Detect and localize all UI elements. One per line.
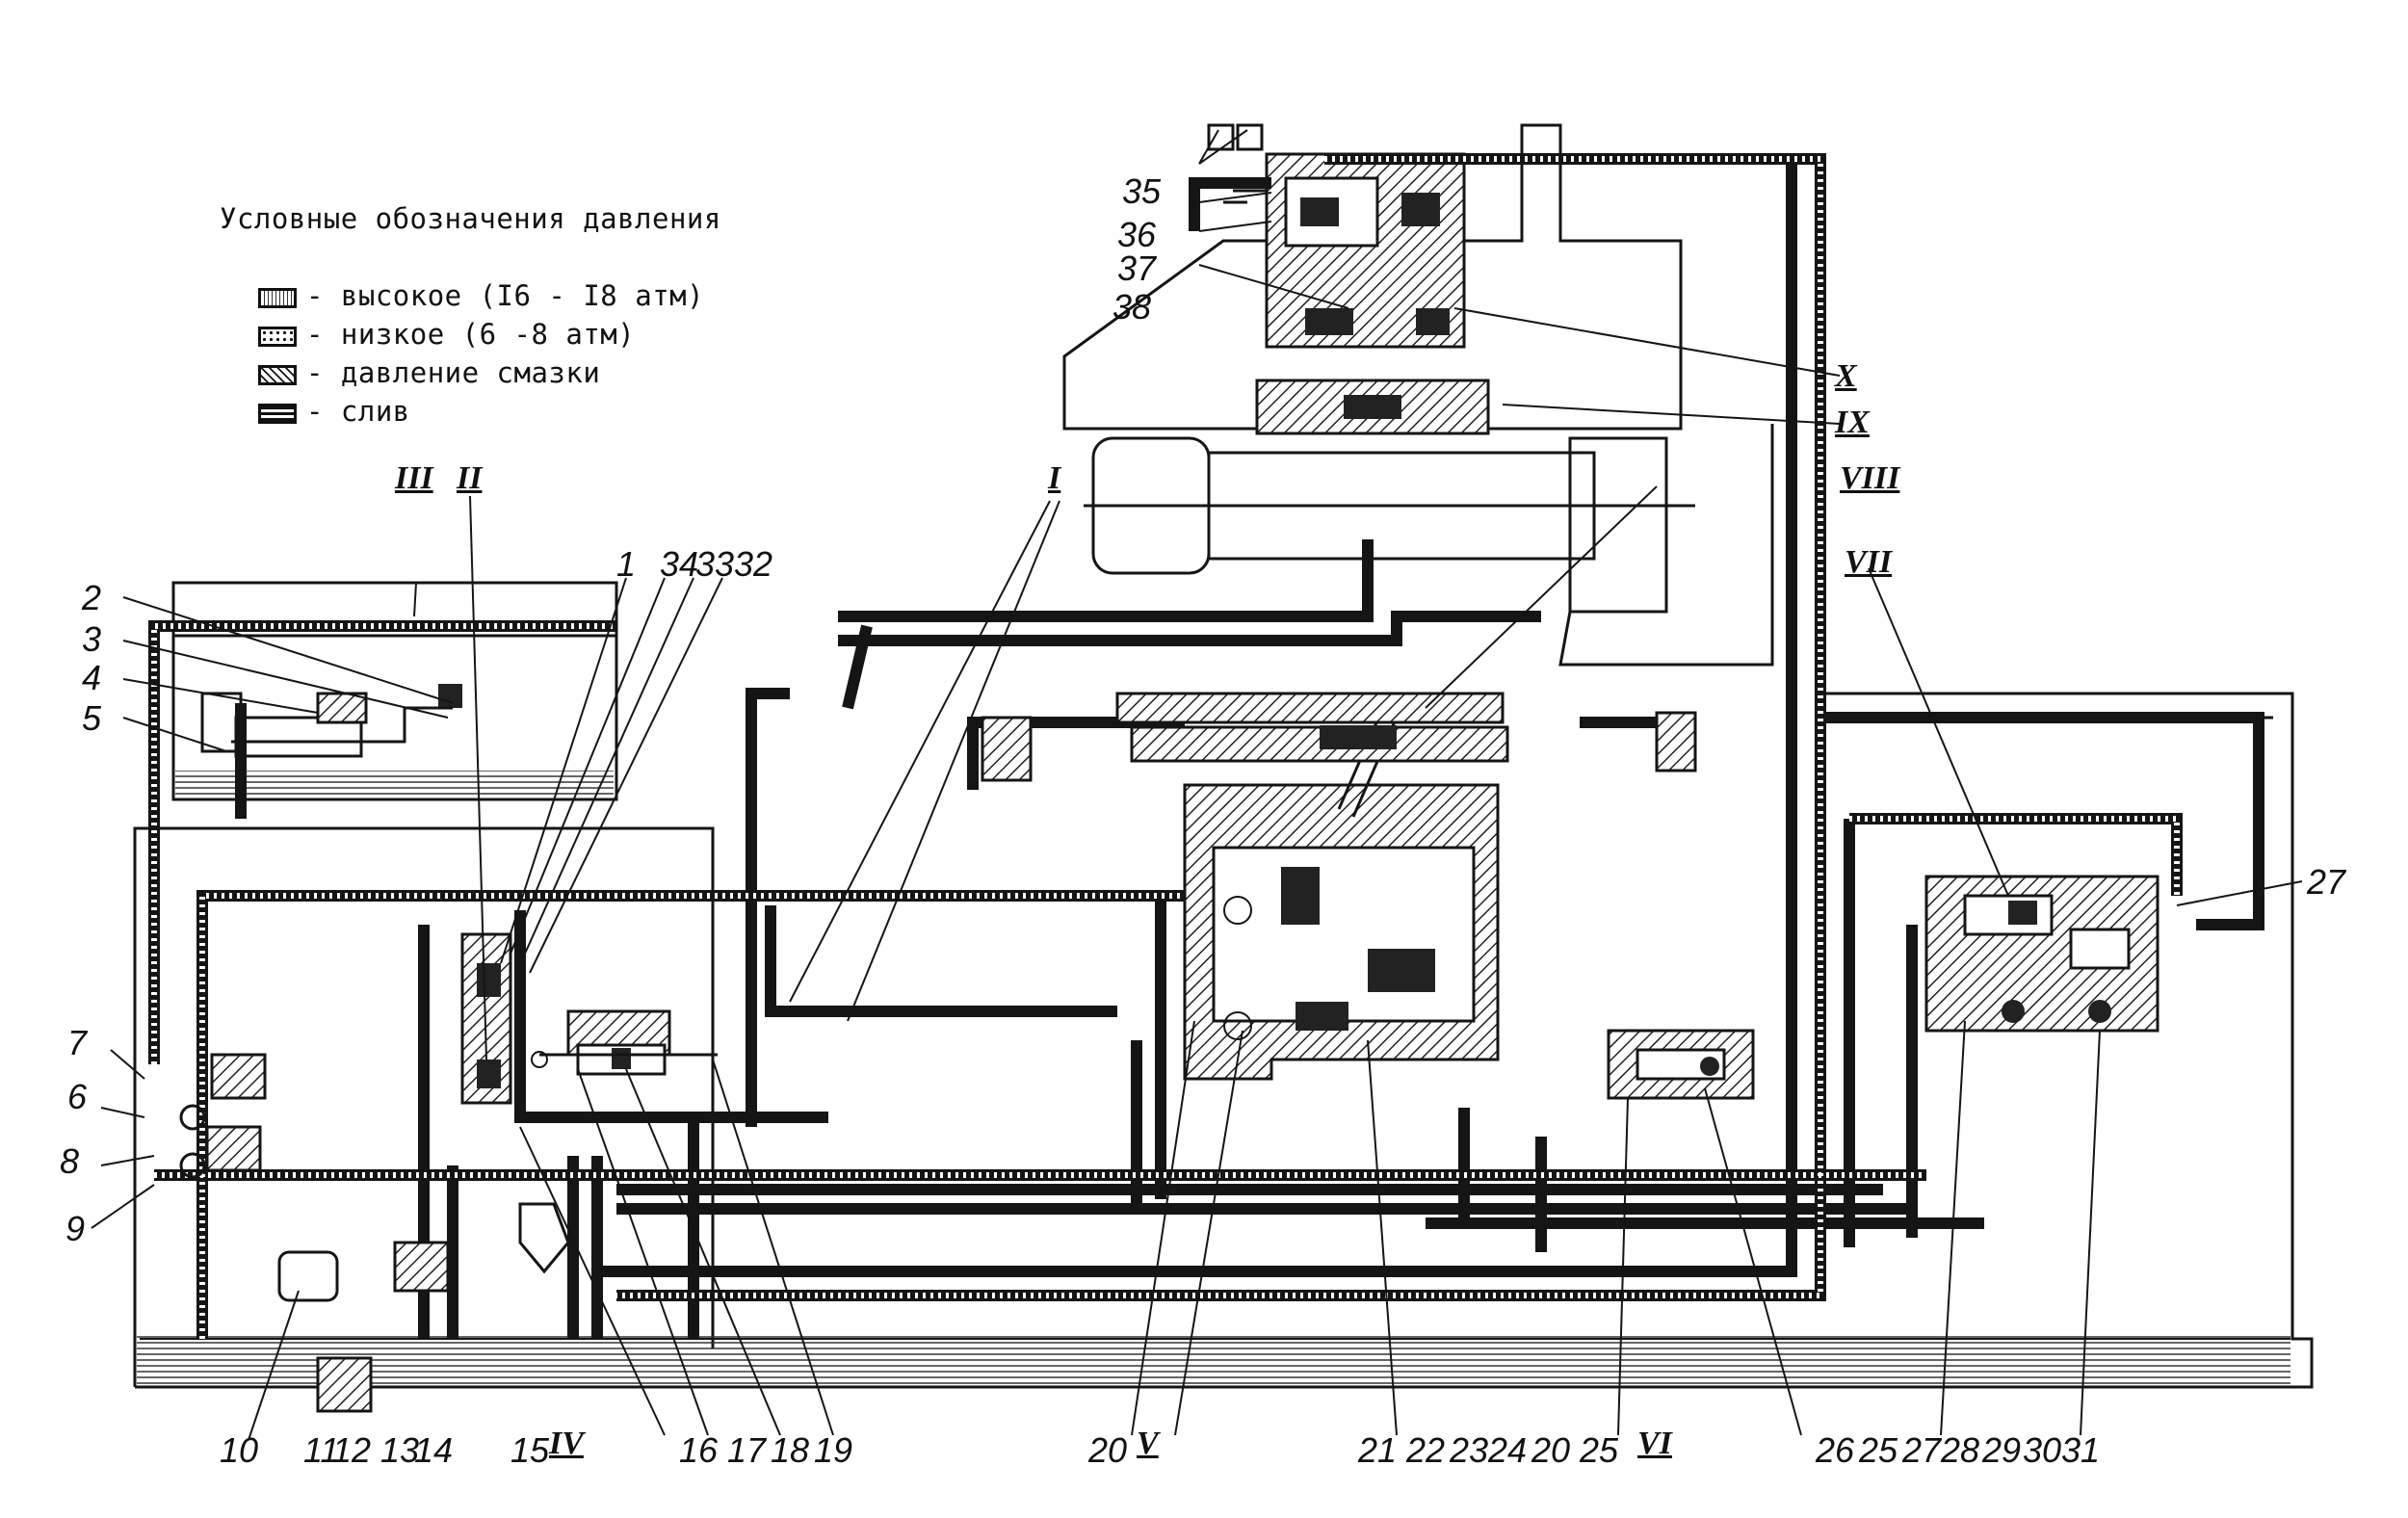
callout: 14 xyxy=(414,1430,454,1470)
block-vi xyxy=(1607,1029,1755,1100)
callout: 27 xyxy=(2307,862,2346,902)
callout: 1 xyxy=(616,544,637,584)
callout: 15 xyxy=(510,1430,550,1470)
callout: 13 xyxy=(380,1430,420,1470)
roman-label: VII xyxy=(1845,544,1893,580)
callout: 17 xyxy=(727,1430,767,1470)
legend-swatch-lube xyxy=(258,364,297,385)
callout: 20 xyxy=(1531,1430,1571,1470)
roman-label: VI xyxy=(1637,1426,1672,1461)
callout: 9 xyxy=(65,1209,86,1248)
central-valve-block xyxy=(981,692,1697,1081)
callout: 30 xyxy=(2023,1430,2062,1470)
callout: 36 xyxy=(1117,215,1157,254)
legend-item-drain: - слив xyxy=(258,395,410,428)
roman-label: III xyxy=(395,460,433,496)
callout: 10 xyxy=(220,1430,259,1470)
callout: 6 xyxy=(67,1077,88,1116)
legend-text-high: - высокое (I6 - I8 атм) xyxy=(306,279,705,312)
pump-station xyxy=(179,932,570,1413)
callout: 18 xyxy=(771,1430,810,1470)
callout: 7 xyxy=(67,1023,88,1062)
legend-swatch-low xyxy=(258,326,297,347)
feed-cylinder xyxy=(200,684,462,758)
callout: 4 xyxy=(82,658,102,697)
callout: 38 xyxy=(1112,287,1152,327)
legend-swatch-drain xyxy=(258,403,297,424)
callout: 22 xyxy=(1406,1430,1446,1470)
callout: 35 xyxy=(1122,171,1162,211)
roman-label: IX xyxy=(1835,405,1870,440)
roman-label: X xyxy=(1835,358,1857,394)
callout: 28 xyxy=(1941,1430,1980,1470)
roman-label: VIII xyxy=(1840,460,1900,496)
legend-item-lube: - давление смазки xyxy=(258,356,600,389)
legend-item-high: - высокое (I6 - I8 атм) xyxy=(258,279,704,312)
legend-text-drain: - слив xyxy=(306,395,410,428)
callout: 31 xyxy=(2061,1430,2101,1470)
callout: 21 xyxy=(1358,1430,1398,1470)
machine-bed xyxy=(133,581,2314,1389)
legend-title: Условные обозначения давления xyxy=(220,202,721,235)
legend-text-low: - низкое (6 -8 атм) xyxy=(306,318,636,351)
callout: 33 xyxy=(695,544,735,584)
legend-item-low: - низкое (6 -8 атм) xyxy=(258,318,635,351)
callout: 5 xyxy=(82,698,102,738)
right-valve-block xyxy=(1924,875,2159,1033)
callout: 8 xyxy=(60,1141,80,1181)
roman-label: II xyxy=(457,460,483,496)
roman-label: IV xyxy=(549,1426,584,1461)
callout: 16 xyxy=(679,1430,719,1470)
callout: 25 xyxy=(1580,1430,1619,1470)
roman-label: I xyxy=(1048,460,1061,496)
callout: 37 xyxy=(1117,249,1157,288)
callout: 2 xyxy=(82,578,102,617)
callout: 11 xyxy=(303,1430,340,1470)
spindle-head xyxy=(1062,123,1774,667)
legend-swatch-high xyxy=(258,287,297,308)
callout: 3 xyxy=(82,619,102,659)
callout: 25 xyxy=(1859,1430,1898,1470)
callout: 20 xyxy=(1088,1430,1128,1470)
legend-text-lube: - давление смазки xyxy=(306,356,601,389)
distributor-valve xyxy=(531,1009,718,1076)
callout: 29 xyxy=(1982,1430,2022,1470)
callout: 26 xyxy=(1816,1430,1855,1470)
callout: 12 xyxy=(332,1430,372,1470)
callout: 27 xyxy=(1902,1430,1942,1470)
leader-lines xyxy=(91,129,2303,1441)
callout: 24 xyxy=(1488,1430,1528,1470)
callout: 23 xyxy=(1450,1430,1489,1470)
pipelines xyxy=(148,153,2264,1339)
roman-label: V xyxy=(1137,1426,1159,1461)
callout: 19 xyxy=(814,1430,853,1470)
callout: 34 xyxy=(660,544,699,584)
callout: 32 xyxy=(734,544,773,584)
